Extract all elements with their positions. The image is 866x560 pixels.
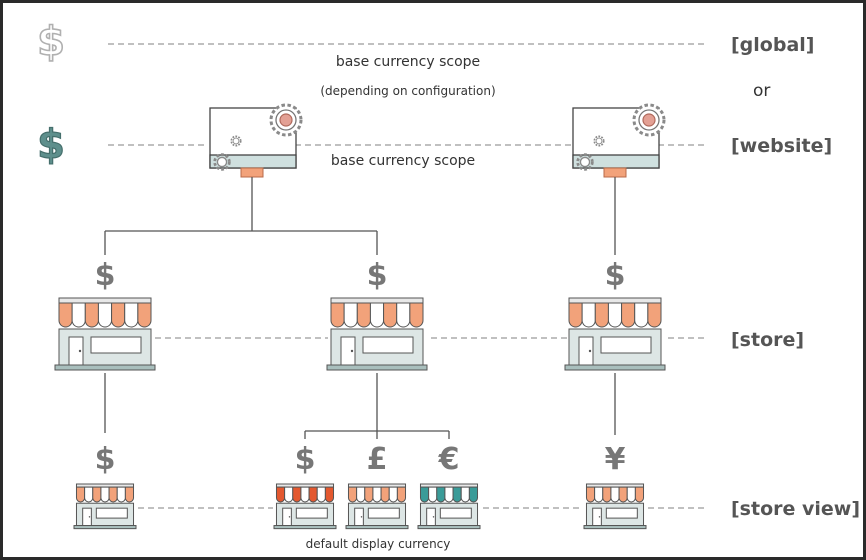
store-scope-label: [store] [731,329,804,351]
view-1-currency: $ [95,442,116,477]
storefront-icon [273,483,337,530]
storefront-icon [73,483,137,530]
store-view-scope-label: [store view] [731,498,860,520]
storefront-icon [345,483,409,530]
global-scope-label: [global] [731,34,814,56]
storefront-icon [583,483,647,530]
store-3-currency: $ [605,258,626,293]
server-gear-icon [572,103,666,178]
base-currency-scope-website-label: base currency scope [331,153,475,169]
store-1-currency: $ [95,258,116,293]
dollar-outline-icon: $ [37,19,65,65]
default-display-currency-label: default display currency [306,537,451,551]
base-currency-scope-global-label: base currency scope [336,54,480,70]
dollar-filled-icon: $ [37,122,65,168]
view-2c-currency: € [438,442,460,477]
store-2-currency: $ [367,258,388,293]
view-2b-currency: £ [367,442,388,477]
storefront-icon [417,483,481,530]
server-gear-icon [209,103,303,178]
depending-on-configuration-label: (depending on configuration) [320,84,495,98]
storefront-icon [54,297,156,371]
storefront-icon [564,297,666,371]
or-label: or [753,81,770,101]
storefront-icon [326,297,428,371]
view-3-currency: ¥ [605,442,626,477]
view-2a-currency: $ [295,442,316,477]
website-scope-label: [website] [731,135,832,157]
currency-scope-diagram: [global] or [website] [store] [store vie… [36,18,860,551]
